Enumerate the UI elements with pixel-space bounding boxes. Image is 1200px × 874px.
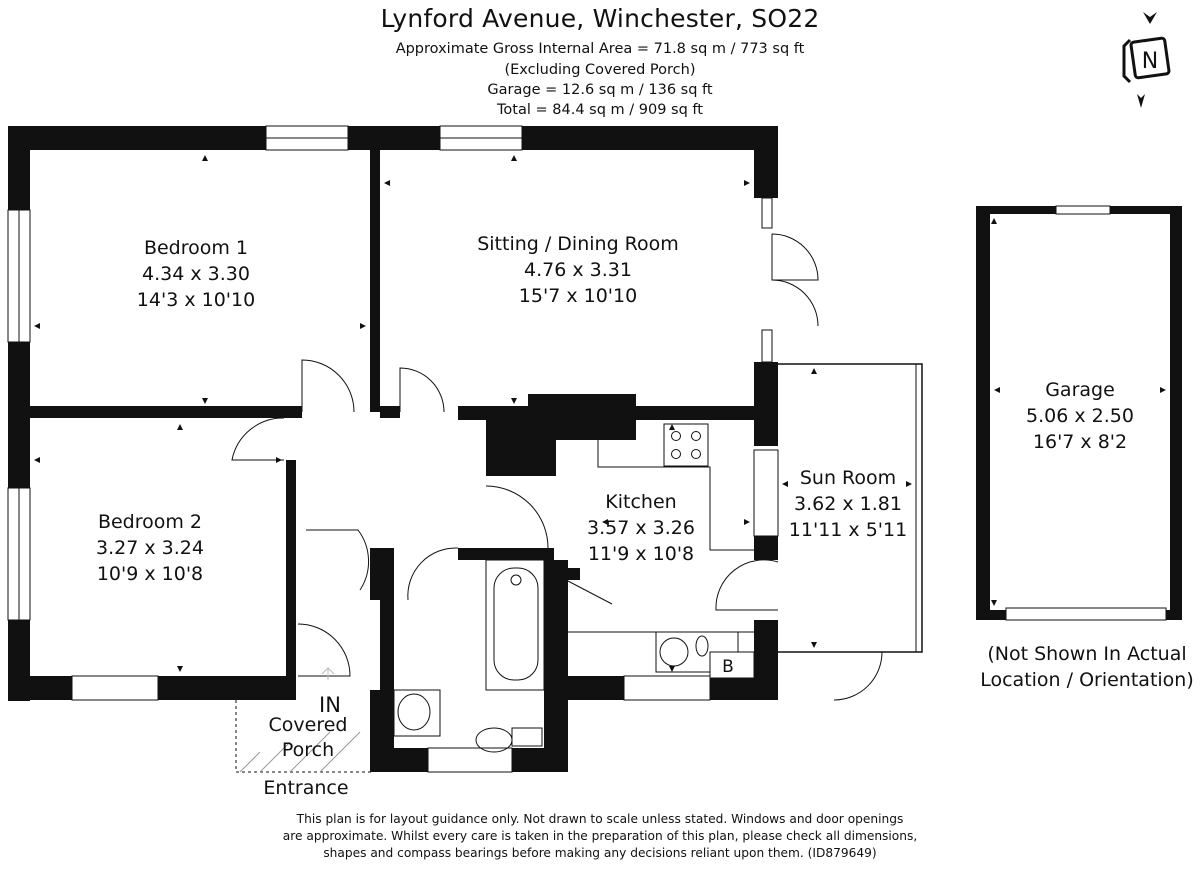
- disclaimer-line2: are approximate. Whilst every care is ta…: [282, 829, 918, 843]
- room-metric: 4.76 x 3.31: [524, 259, 632, 281]
- basin-icon: [393, 689, 441, 737]
- boiler-label: B: [722, 657, 734, 677]
- room-metric: 3.27 x 3.24: [96, 537, 204, 559]
- room-imperial: 11'11 x 5'11: [789, 519, 907, 541]
- room-sunroom: Sun Room 3.62 x 1.81 11'11 x 5'11: [789, 467, 907, 541]
- porch-label-line1: Covered: [269, 714, 348, 736]
- excluding-line: (Excluding Covered Porch): [504, 62, 696, 78]
- room-imperial: 16'7 x 8'2: [1033, 431, 1127, 453]
- room-garage: Garage 5.06 x 2.50 16'7 x 8'2: [1026, 379, 1134, 453]
- dimension-ticks: [34, 155, 1166, 672]
- room-name: Bedroom 1: [144, 237, 248, 259]
- entrance-label: Entrance: [263, 777, 348, 799]
- disclaimer: This plan is for layout guidance only. N…: [250, 811, 950, 862]
- gross-area-line: Approximate Gross Internal Area = 71.8 s…: [395, 41, 805, 57]
- hob-icon: [663, 423, 709, 467]
- sunroom-frame: [778, 363, 923, 653]
- toilet-icon: [475, 727, 543, 753]
- room-imperial: 11'9 x 10'8: [588, 543, 694, 565]
- plan-title: Lynford Avenue, Winchester, SO22: [380, 4, 820, 33]
- room-metric: 3.62 x 1.81: [794, 493, 902, 515]
- room-metric: 4.34 x 3.30: [142, 263, 250, 285]
- room-name: Bedroom 2: [98, 511, 202, 533]
- porch-label-line2: Porch: [282, 739, 334, 761]
- room-imperial: 14'3 x 10'10: [137, 289, 255, 311]
- room-metric: 5.06 x 2.50: [1026, 405, 1134, 427]
- walls: [8, 126, 1182, 772]
- room-name: Garage: [1045, 379, 1115, 401]
- room-name: Sun Room: [800, 467, 896, 489]
- total-area-line: Total = 84.4 sq m / 909 sq ft: [497, 102, 703, 118]
- room-sitting-dining: Sitting / Dining Room 4.76 x 3.31 15'7 x…: [477, 233, 679, 307]
- entrance-in-label: IN: [319, 693, 341, 717]
- room-kitchen: Kitchen 3.57 x 3.26 11'9 x 10'8: [587, 491, 695, 565]
- garage-note-line1: (Not Shown In Actual: [987, 643, 1186, 665]
- compass-n-label: N: [1142, 49, 1158, 74]
- room-bedroom1: Bedroom 1 4.34 x 3.30 14'3 x 10'10: [137, 237, 255, 311]
- room-name: Kitchen: [605, 491, 676, 513]
- disclaimer-line3: shapes and compass bearings before makin…: [323, 846, 877, 860]
- garage-note-line2: Location / Orientation): [980, 669, 1194, 691]
- garage-area-line: Garage = 12.6 sq m / 136 sq ft: [487, 82, 713, 98]
- compass-icon: N: [1122, 12, 1171, 108]
- room-metric: 3.57 x 3.26: [587, 517, 695, 539]
- bath-icon: [485, 559, 545, 691]
- disclaimer-line1: This plan is for layout guidance only. N…: [296, 812, 904, 826]
- room-bedroom2: Bedroom 2 3.27 x 3.24 10'9 x 10'8: [96, 511, 204, 585]
- room-name: Sitting / Dining Room: [477, 233, 679, 255]
- doors: [231, 233, 883, 701]
- room-imperial: 15'7 x 10'10: [519, 285, 637, 307]
- boiler-icon: [709, 651, 755, 679]
- room-imperial: 10'9 x 10'8: [97, 563, 203, 585]
- entrance-arrow-icon: [321, 666, 335, 680]
